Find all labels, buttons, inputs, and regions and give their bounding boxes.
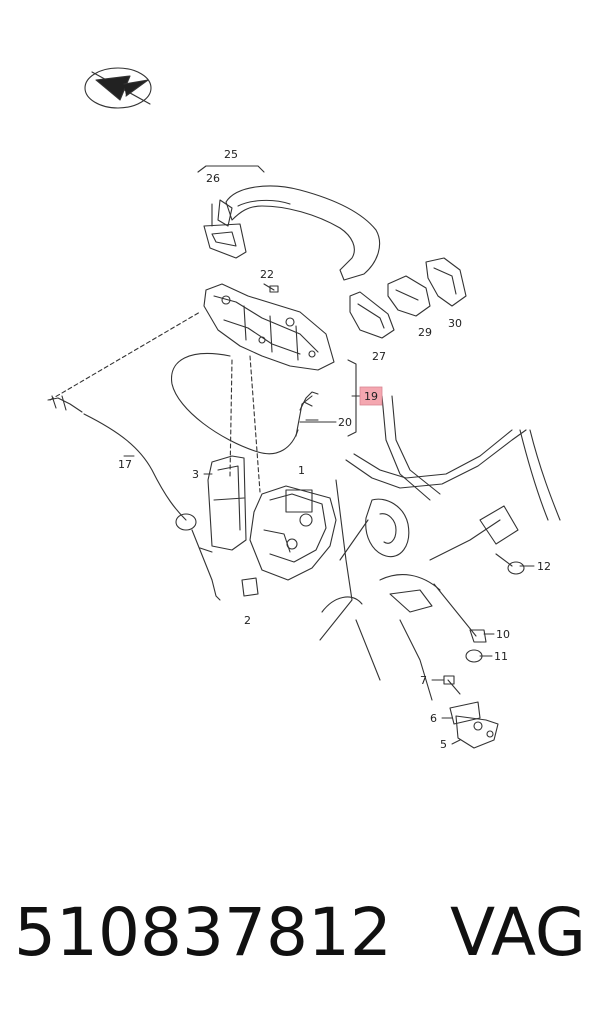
- cable-20-part: [295, 391, 319, 437]
- callout-10: 10: [496, 628, 510, 641]
- callout-11: 11: [494, 650, 508, 663]
- cap-27-part: [349, 291, 395, 339]
- brand-name: VAG: [449, 894, 586, 971]
- cable-loop: [171, 352, 299, 455]
- bolt-10-part: [433, 583, 487, 643]
- callout-7: 7: [420, 674, 427, 687]
- callout-25: 25: [224, 148, 238, 161]
- caption: 510837812 VAG: [14, 888, 586, 978]
- exploded-parts-diagram: 25 26 22 27 29 30 19 20 17 3 1 2 12 10 1…: [47, 67, 561, 751]
- striker-part: [443, 675, 499, 749]
- highlight-19: [359, 386, 383, 406]
- callout-27: 27: [372, 350, 386, 363]
- seal-2-part: [241, 577, 259, 597]
- cable-17-part: [47, 395, 221, 601]
- callout-2: 2: [244, 614, 251, 627]
- door-frame: [319, 395, 561, 701]
- callout-22: 22: [260, 268, 274, 281]
- callout-12: 12: [537, 560, 551, 573]
- callout-30: 30: [448, 317, 462, 330]
- callout-26: 26: [206, 172, 220, 185]
- bracket-25: [197, 165, 265, 173]
- plug-12-part: [495, 553, 525, 575]
- callout-5: 5: [440, 738, 447, 751]
- door-lock-part: [249, 485, 337, 581]
- vag-emblem-icon: [84, 67, 152, 109]
- lock-cover-part: [207, 455, 247, 551]
- handle-trim-part: [203, 203, 247, 259]
- callout-3: 3: [192, 468, 199, 481]
- callout-20: 20: [338, 416, 352, 429]
- leader-lines: [49, 311, 261, 493]
- cap-30-part: [425, 257, 467, 307]
- insert-29-part: [387, 275, 431, 317]
- callout-1: 1: [298, 464, 305, 477]
- handle-carrier-part: [203, 283, 335, 371]
- callout-6: 6: [430, 712, 437, 725]
- screw-22-part: [263, 283, 279, 293]
- callout-29: 29: [418, 326, 432, 339]
- part-number: 510837812: [14, 894, 392, 971]
- bracket-19: [347, 359, 357, 437]
- door-handle-part: [217, 185, 381, 281]
- callout-17: 17: [118, 458, 132, 471]
- callout-leaders: [123, 395, 535, 745]
- callout-19: 19: [364, 390, 378, 403]
